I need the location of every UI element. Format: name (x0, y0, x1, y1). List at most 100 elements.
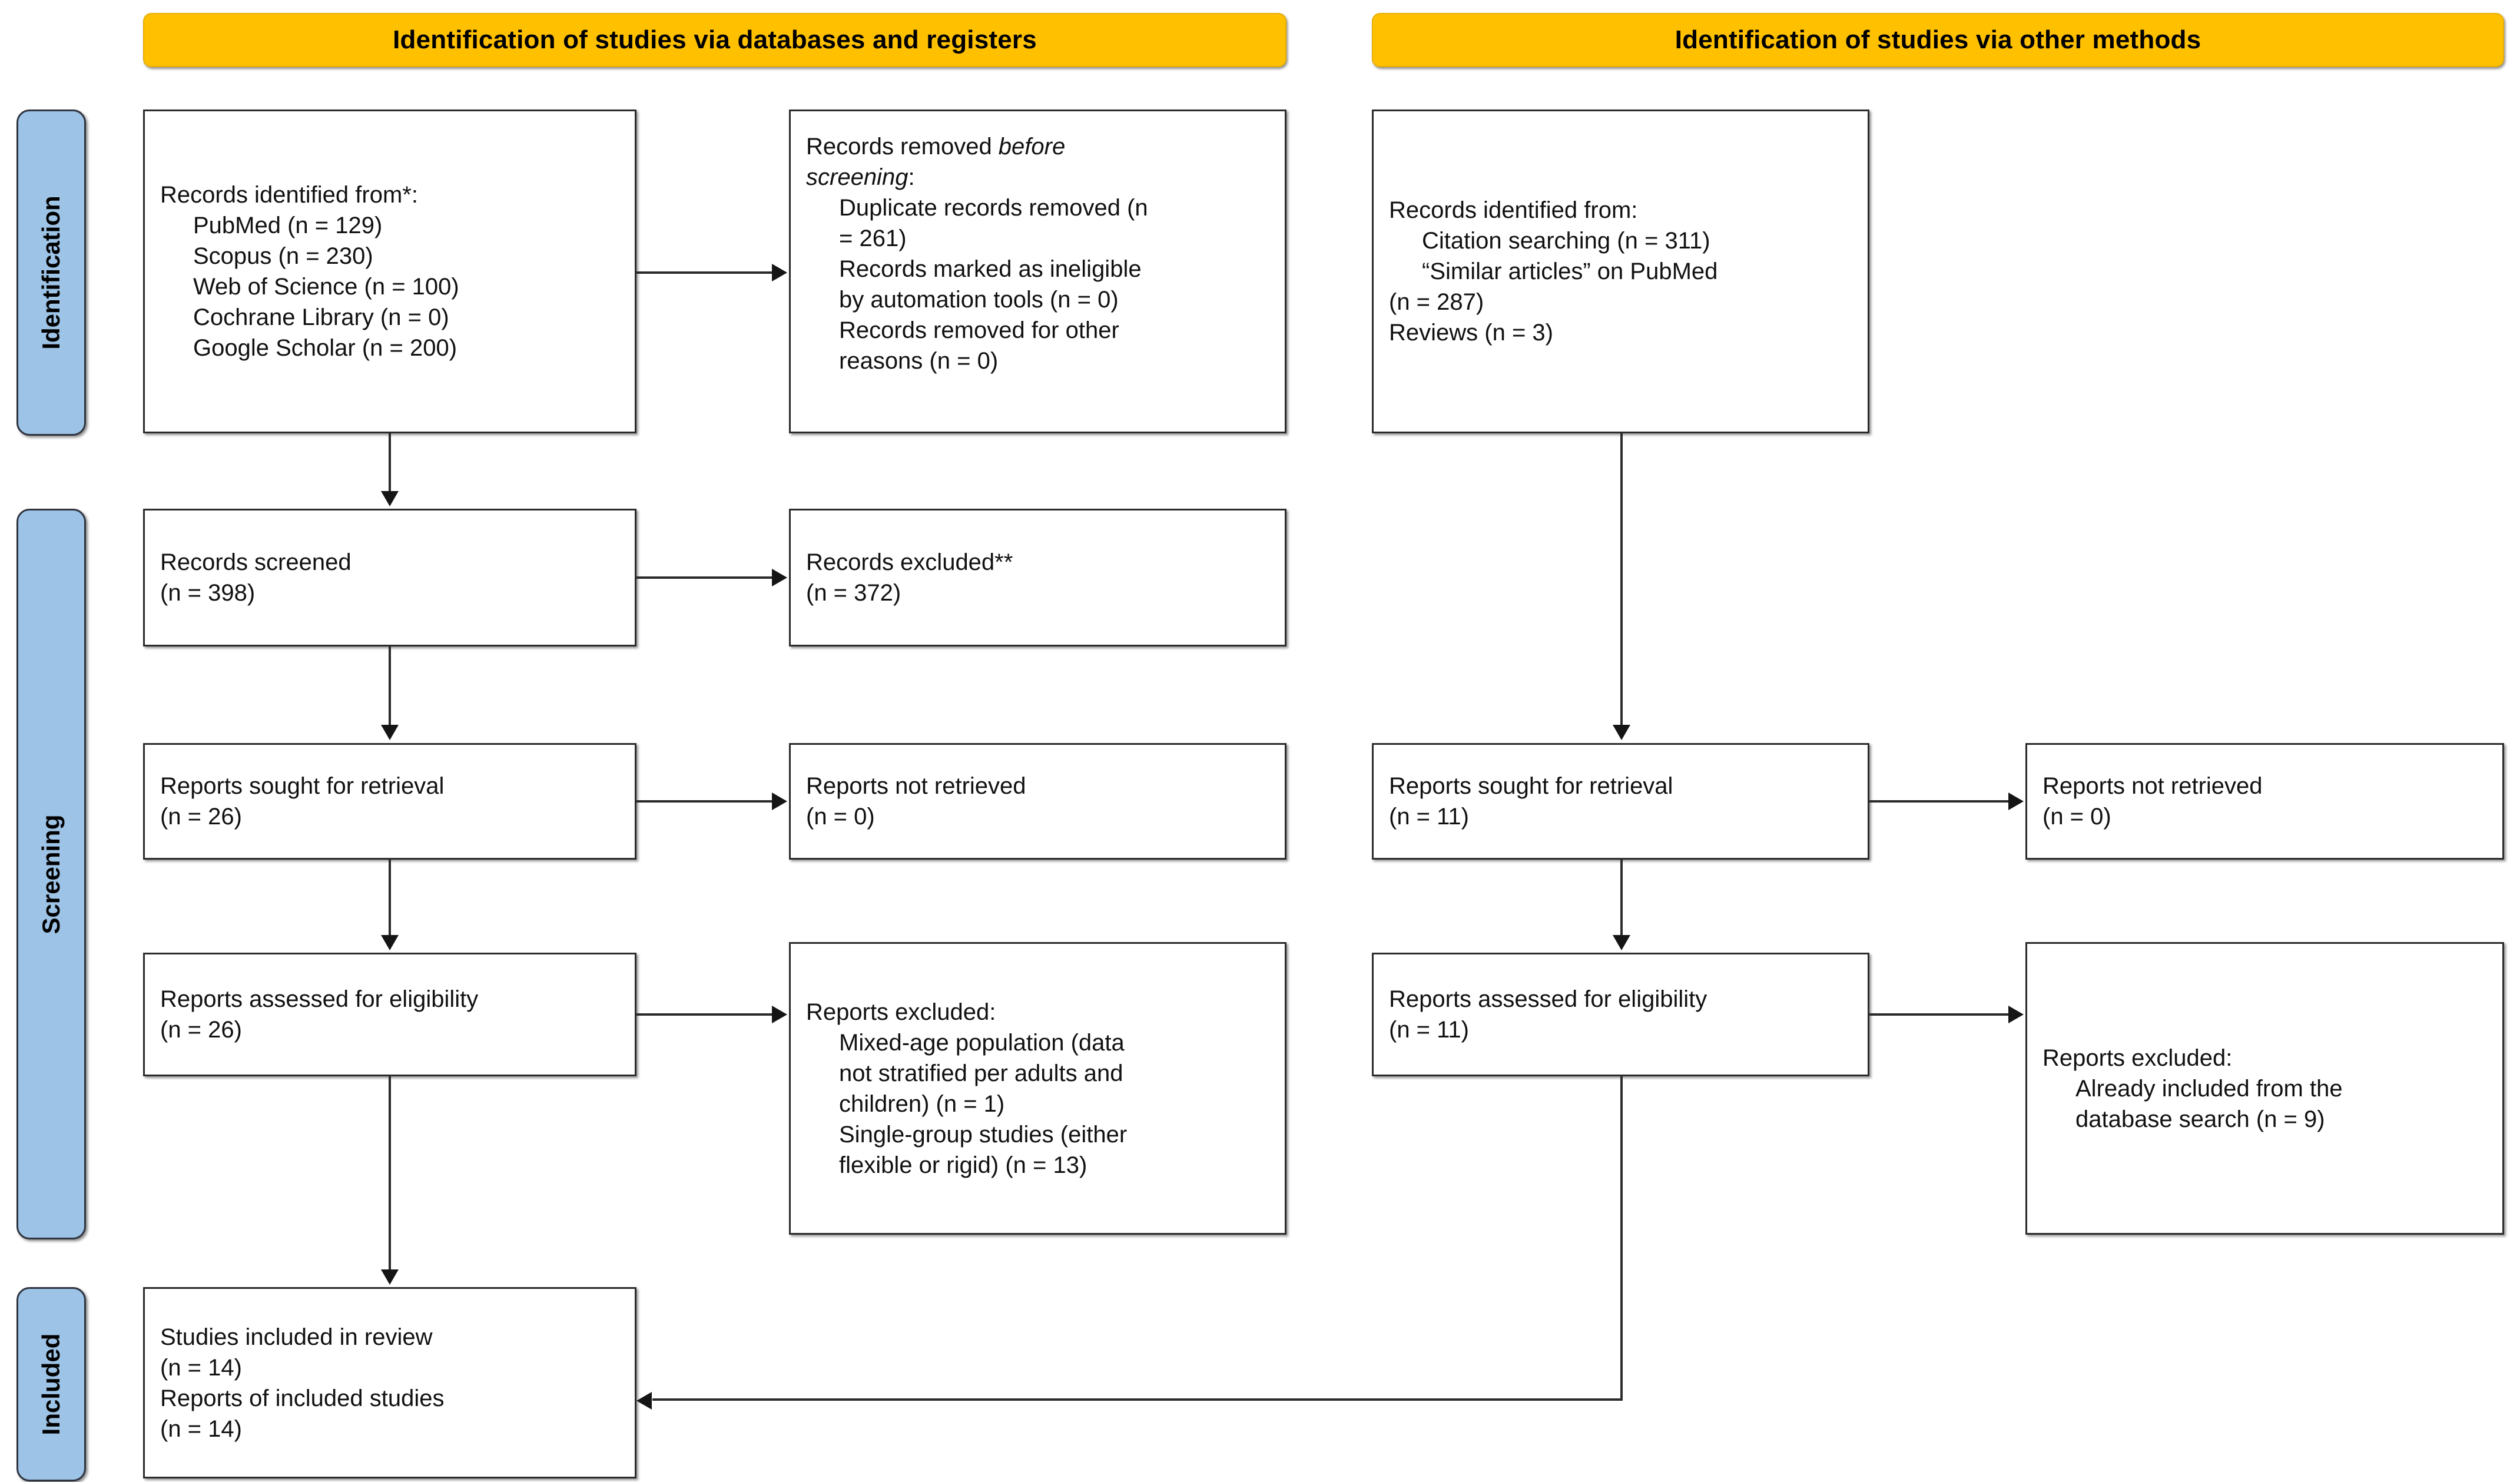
records-identified-db-item-4: Google Scholar (n = 200) (193, 335, 457, 361)
arrowhead-sought-to-assessed-left (381, 935, 399, 950)
box-records-screened: Records screened (n = 398) (143, 509, 636, 646)
stage-label-identification: Identification (16, 110, 86, 436)
connector-screened-to-excluded (636, 576, 773, 579)
records-removed-item-1: = 261) (839, 226, 907, 251)
arrowhead-assessed-to-excluded-left (772, 1006, 787, 1023)
connector-assessed-to-included (389, 1076, 391, 1271)
connector-identified-to-removed (636, 271, 773, 274)
studies-included-line3: Reports of included studies (160, 1385, 445, 1411)
arrowhead-identified-to-screened (381, 491, 399, 506)
banner-databases-label: Identification of studies via databases … (393, 25, 1037, 54)
reports-not-retrieved-left-line1: Reports not retrieved (806, 773, 1026, 799)
box-reports-assessed-left: Reports assessed for eligibility (n = 26… (143, 953, 636, 1076)
studies-included-line1: Studies included in review (160, 1324, 433, 1350)
arrowhead-screened-to-excluded (772, 569, 787, 586)
box-reports-sought-right: Reports sought for retrieval (n = 11) (1372, 743, 1869, 860)
arrowhead-assessed-to-included (381, 1269, 399, 1285)
connector-sought-to-assessed-right (1620, 860, 1623, 936)
reports-excluded-left-title: Reports excluded: (806, 999, 996, 1025)
records-identified-other-item-3: Reviews (n = 3) (1389, 320, 1553, 346)
reports-sought-left-line2: (n = 26) (160, 804, 242, 830)
reports-assessed-right-line1: Reports assessed for eligibility (1389, 986, 1707, 1012)
arrowhead-identified-other-to-sought-right (1613, 725, 1630, 740)
records-identified-db-item-3: Cochrane Library (n = 0) (193, 304, 449, 330)
records-removed-title-line2: screening: (806, 162, 1269, 193)
box-records-excluded: Records excluded** (n = 372) (789, 509, 1286, 646)
connector-sought-to-not-retrieved-right (1869, 800, 2010, 803)
records-identified-db-item-1: Scopus (n = 230) (193, 243, 373, 269)
reports-excluded-left-item-0: Mixed-age population (data (839, 1029, 1125, 1056)
reports-not-retrieved-right-line2: (n = 0) (2042, 804, 2111, 830)
banner-databases-registers: Identification of studies via databases … (143, 13, 1286, 67)
stage-label-identification-text: Identification (37, 195, 65, 350)
reports-assessed-left-line2: (n = 26) (160, 1017, 242, 1043)
reports-assessed-right-line2: (n = 11) (1389, 1017, 1469, 1043)
connector-assessed-to-excluded-right (1869, 1013, 2010, 1016)
box-reports-excluded-left: Reports excluded: Mixed-age population (… (789, 942, 1286, 1235)
records-removed-item-3: by automation tools (n = 0) (839, 287, 1119, 313)
reports-excluded-right-item-1: database search (n = 9) (2075, 1106, 2325, 1132)
studies-included-line2: (n = 14) (160, 1354, 242, 1381)
stage-label-included-text: Included (37, 1333, 65, 1435)
connector-elbow-to-included (652, 1398, 1623, 1401)
reports-assessed-left-line1: Reports assessed for eligibility (160, 986, 479, 1012)
connector-sought-to-assessed-left (389, 860, 391, 936)
records-identified-other-title: Records identified from: (1389, 197, 1638, 223)
studies-included-line4: (n = 14) (160, 1415, 242, 1442)
records-removed-title-italic2: screening (806, 164, 908, 190)
arrowhead-sought-to-not-retrieved-right (2008, 793, 2024, 810)
banner-other-methods: Identification of studies via other meth… (1372, 13, 2504, 67)
records-removed-title: Records removed before (806, 131, 1269, 162)
box-reports-not-retrieved-right: Reports not retrieved (n = 0) (2025, 743, 2504, 860)
box-reports-not-retrieved-left: Reports not retrieved (n = 0) (789, 743, 1286, 860)
connector-identified-to-screened (389, 433, 391, 492)
box-reports-excluded-right: Reports excluded: Already included from … (2025, 942, 2504, 1235)
box-records-removed-before-screening: Records removed before screening: Duplic… (789, 110, 1286, 433)
records-identified-db-item-0: PubMed (n = 129) (193, 213, 383, 238)
reports-sought-left-line1: Reports sought for retrieval (160, 773, 445, 799)
box-records-identified-other: Records identified from: Citation search… (1372, 110, 1869, 433)
arrowhead-sought-to-not-retrieved-left (772, 793, 787, 810)
connector-identified-other-to-sought-right (1620, 433, 1623, 726)
reports-not-retrieved-right-line1: Reports not retrieved (2042, 773, 2263, 799)
stage-label-screening: Screening (16, 509, 86, 1239)
records-screened-line1: Records screened (160, 549, 352, 575)
reports-excluded-right-item-0: Already included from the (2075, 1075, 2343, 1102)
arrowhead-screened-to-sought (381, 725, 399, 740)
reports-sought-right-line2: (n = 11) (1389, 804, 1469, 830)
records-identified-other-item-0: Citation searching (n = 311) (1422, 228, 1710, 254)
records-identified-db-title: Records identified from*: (160, 182, 418, 208)
reports-excluded-left-item-3: Single-group studies (either (839, 1121, 1128, 1148)
arrowhead-identified-to-removed (772, 264, 787, 281)
reports-not-retrieved-left-line2: (n = 0) (806, 804, 875, 830)
records-removed-item-2: Records marked as ineligible (839, 256, 1142, 282)
arrowhead-elbow-to-included (636, 1392, 652, 1410)
records-removed-title-italic1: before (998, 134, 1066, 160)
reports-excluded-left-item-1: not stratified per adults and (839, 1060, 1123, 1086)
records-identified-other-item-2: (n = 287) (1389, 289, 1484, 315)
reports-excluded-left-item-2: children) (n = 1) (839, 1090, 1005, 1117)
box-records-identified-databases: Records identified from*: PubMed (n = 12… (143, 110, 636, 433)
box-studies-included: Studies included in review (n = 14) Repo… (143, 1287, 636, 1478)
records-removed-item-5: reasons (n = 0) (839, 348, 999, 374)
records-removed-item-0: Duplicate records removed (n (839, 195, 1148, 221)
reports-sought-right-line1: Reports sought for retrieval (1389, 773, 1673, 799)
banner-other-methods-label: Identification of studies via other meth… (1675, 25, 2201, 54)
records-removed-title-part2: : (908, 164, 915, 190)
stage-label-included: Included (16, 1287, 86, 1481)
arrowhead-assessed-to-excluded-right (2008, 1006, 2024, 1023)
connector-assessed-to-excluded-left (636, 1013, 773, 1016)
records-removed-item-4: Records removed for other (839, 317, 1119, 343)
arrowhead-sought-to-assessed-right (1613, 935, 1630, 950)
records-excluded-line2: (n = 372) (806, 580, 901, 606)
connector-screened-to-sought (389, 646, 391, 726)
records-removed-title-part1: Records removed (806, 134, 999, 160)
reports-excluded-left-item-4: flexible or rigid) (n = 13) (839, 1152, 1087, 1178)
reports-excluded-right-title: Reports excluded: (2042, 1045, 2233, 1071)
connector-sought-to-not-retrieved-left (636, 800, 773, 803)
records-screened-line2: (n = 398) (160, 580, 256, 606)
stage-label-screening-text: Screening (37, 814, 65, 934)
box-reports-sought-left: Reports sought for retrieval (n = 26) (143, 743, 636, 860)
records-identified-db-item-2: Web of Science (n = 100) (193, 274, 459, 300)
